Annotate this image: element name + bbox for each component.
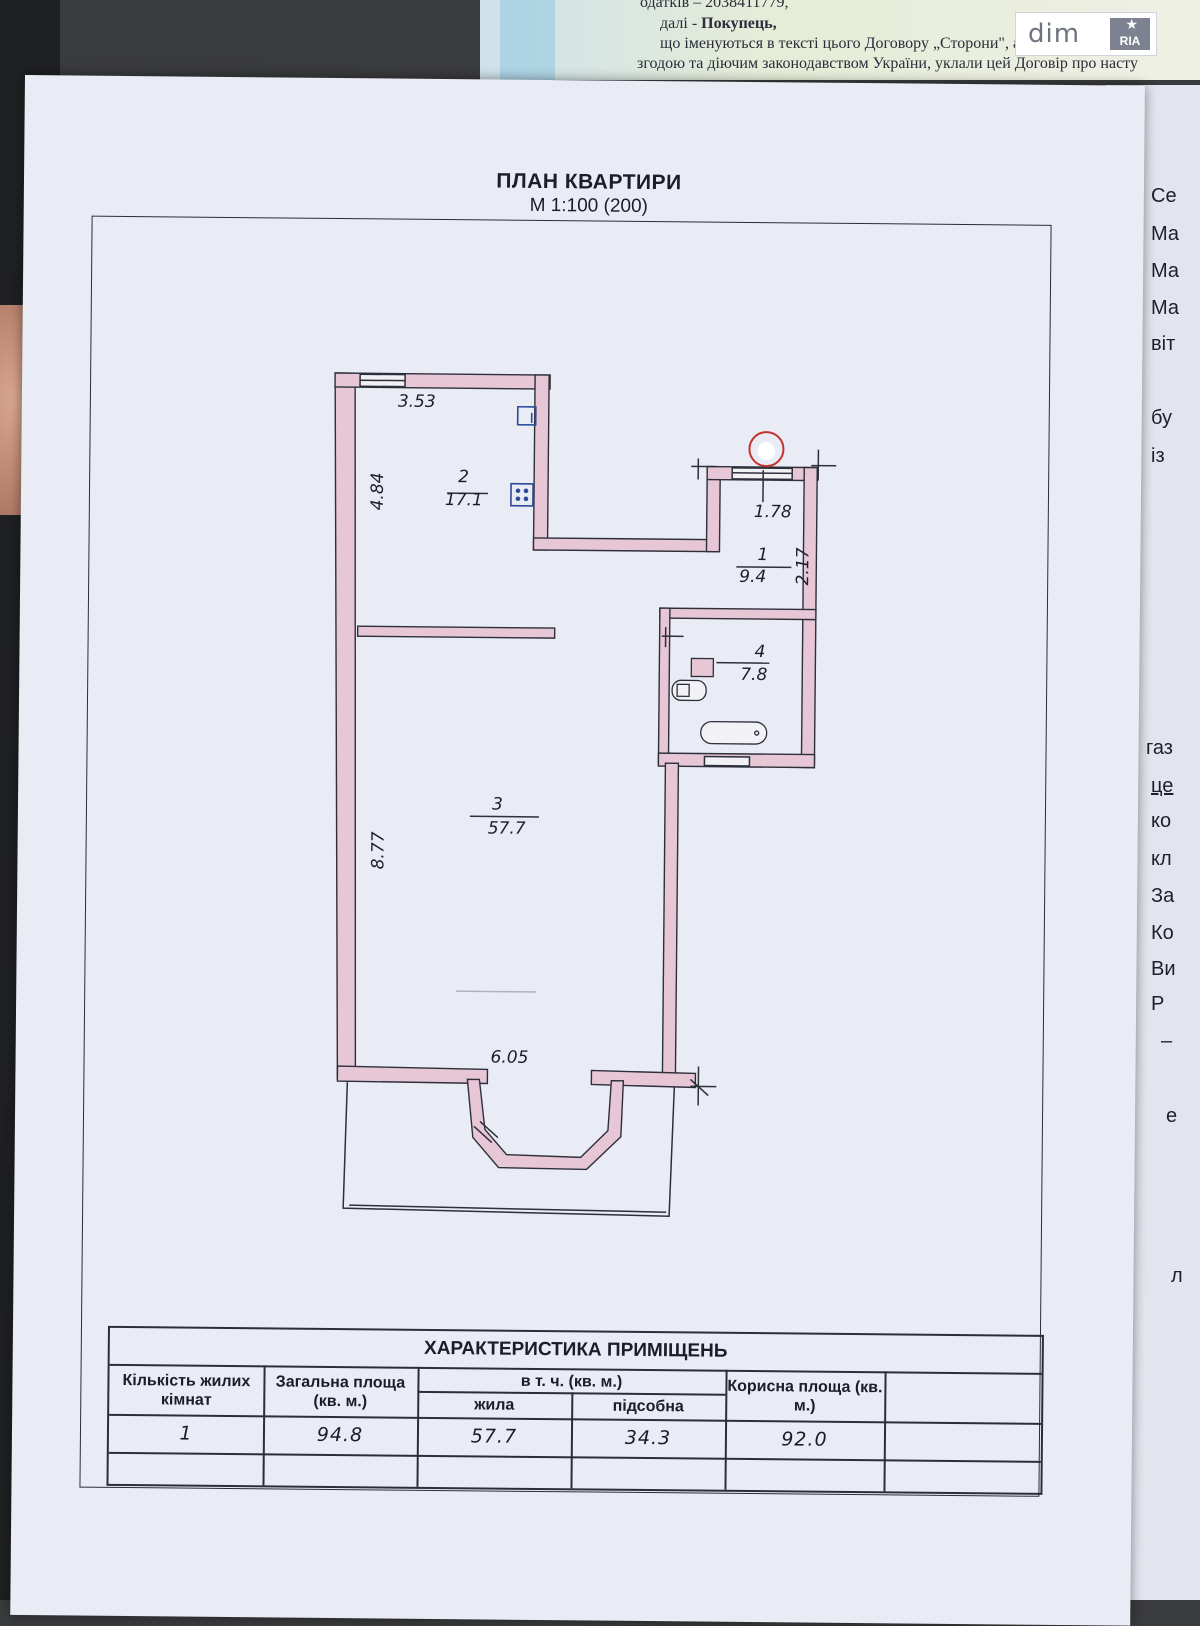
room-1-area: 9.4 — [739, 567, 766, 587]
right-page-text: Р — [1151, 993, 1164, 1016]
dimension-entrance-top: 1.78 — [754, 502, 792, 522]
wall-partition — [358, 626, 555, 638]
dim-ria-watermark-logo: dim RIA ★ — [1015, 12, 1157, 56]
right-page-text: Ви — [1151, 958, 1176, 981]
dimension-top-left: 3.53 — [398, 392, 436, 412]
header-total-area: Загальна площа (кв. м.) — [263, 1367, 417, 1416]
room-3-area: 57.7 — [488, 818, 526, 838]
boiler-icon — [691, 658, 713, 676]
right-page-text: віт — [1151, 333, 1175, 356]
entrance-circle-icon — [749, 432, 783, 466]
wall-bathroom-left — [658, 608, 669, 763]
stove-icon — [511, 484, 533, 506]
contract-line-2-buyer: Покупець, — [701, 15, 776, 32]
logo-dim-text: dim — [1016, 19, 1080, 49]
wall-bottom-right — [591, 1070, 695, 1087]
right-page-text: л — [1171, 1265, 1183, 1288]
balcony-outline — [343, 1082, 674, 1216]
document-security-strip — [500, 0, 555, 80]
wall-bay-window — [467, 1079, 624, 1169]
room-2-area: 17.1 — [445, 490, 483, 510]
cell-useful-area: 92.0 — [725, 1420, 884, 1460]
room-4-number: 4 — [754, 642, 765, 662]
room-1-number: 1 — [757, 545, 768, 565]
right-page-text: е — [1166, 1105, 1177, 1128]
right-page-text: Ма — [1151, 223, 1179, 246]
cell-living-area: 57.7 — [417, 1417, 571, 1456]
floor-plan-sheet: ПЛАН КВАРТИРИ М 1:100 (200) — [10, 75, 1145, 1626]
right-page-text: Ко — [1151, 922, 1174, 945]
wall-left — [328, 373, 362, 1078]
right-page-text: це — [1151, 775, 1173, 798]
dimension-left-room2: 4.84 — [368, 472, 388, 510]
right-page-text: бу — [1151, 407, 1172, 430]
right-page-text: – — [1161, 1030, 1172, 1053]
sink-icon — [518, 407, 536, 425]
dimension-entrance-side: 2.17 — [793, 547, 813, 585]
wall-bottom-left — [337, 1066, 487, 1083]
header-auxiliary: підсобна — [571, 1392, 725, 1419]
right-page-text: Ма — [1151, 297, 1179, 320]
header-rooms-count: Кількість жилих кімнат — [109, 1366, 263, 1415]
dimension-bottom: 6.05 — [490, 1048, 528, 1068]
cell-auxiliary-area: 34.3 — [571, 1418, 725, 1457]
contract-line-2: далі - Покупець, — [660, 15, 777, 33]
star-icon: ★ — [1125, 16, 1138, 33]
rooms-characteristics-table: ХАРАКТЕРИСТИКА ПРИМІЩЕНЬ Кількість жилих… — [106, 1326, 1043, 1495]
header-including: в т. ч. (кв. м.) — [417, 1369, 725, 1394]
wall-right-room3 — [662, 763, 678, 1083]
room-2-number: 2 — [458, 467, 469, 487]
floor-plan-drawing — [13, 75, 1125, 1336]
wall-bottom-room2 — [533, 538, 718, 552]
contract-line-4: згодою та діючим законодавством України,… — [637, 55, 1138, 73]
wall-bathroom-top — [660, 608, 816, 619]
room-3-number: 3 — [492, 795, 503, 815]
right-page-text: газ — [1146, 737, 1173, 760]
right-page-text: Се — [1151, 185, 1177, 208]
window-bathroom — [704, 757, 749, 766]
room-4-area: 7.8 — [740, 665, 767, 685]
contract-line-2-prefix: далі - — [660, 15, 701, 32]
right-page-text: Ма — [1151, 260, 1179, 283]
header-useful-area: Корисна площа (кв. м.) — [725, 1372, 884, 1422]
dimension-left-room3: 8.77 — [368, 831, 388, 869]
cell-rooms-count: 1 — [109, 1414, 263, 1453]
contract-line-1: одатків – 2038411779, — [640, 0, 789, 12]
header-living: жила — [417, 1391, 571, 1418]
wall-right-room2 — [533, 375, 549, 550]
right-page-text: ко — [1151, 810, 1171, 833]
right-page-text: із — [1151, 445, 1165, 468]
right-page-text: За — [1151, 885, 1174, 908]
cell-total-area: 94.8 — [263, 1415, 417, 1454]
right-page-text: кл — [1151, 848, 1172, 871]
